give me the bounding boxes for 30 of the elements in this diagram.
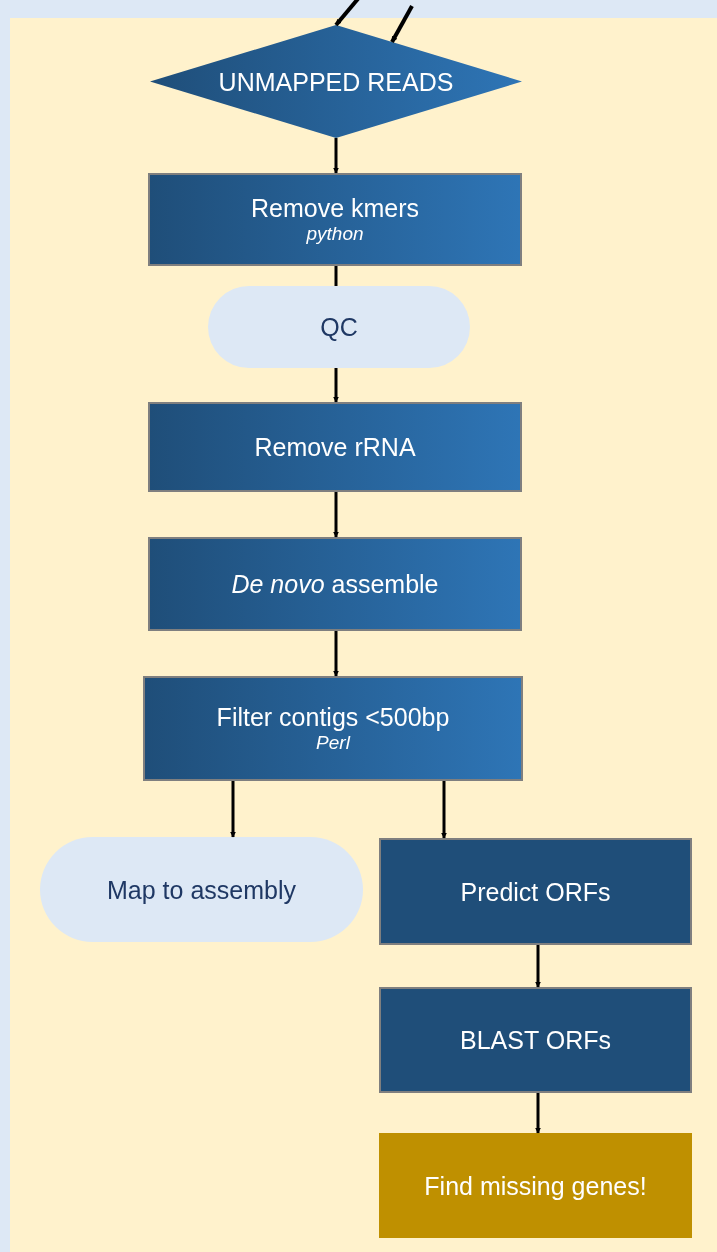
process-box [379, 987, 692, 1093]
arrow [441, 781, 447, 839]
arrow [535, 945, 541, 988]
step-label: QC [320, 312, 358, 342]
decision-diamond [150, 25, 522, 138]
arrow [230, 781, 236, 838]
step-label: UNMAPPED READS [218, 66, 454, 97]
step-label: Predict ORFs [460, 876, 611, 907]
tool-label: python [306, 223, 364, 246]
process-box [148, 173, 522, 266]
process-box [148, 402, 522, 492]
step-label: Find missing genes! [424, 1170, 647, 1201]
connector-line [334, 266, 338, 286]
result-box [379, 1133, 692, 1238]
process-box [379, 838, 692, 945]
step-label: Remove kmers [250, 193, 420, 224]
tool-label: Perl [316, 732, 350, 755]
step-label: Remove rRNA [254, 432, 416, 462]
arrow [333, 368, 339, 403]
arrow [535, 1093, 541, 1134]
step-label: BLAST ORFs [460, 1025, 611, 1055]
step-label: Map to assembly [107, 874, 296, 905]
step-label: De novo assemble [231, 569, 439, 599]
process-box [148, 537, 522, 631]
arrow [333, 492, 339, 538]
arrow [390, 5, 414, 43]
arrow [333, 138, 339, 174]
process-box [143, 676, 523, 781]
step-label: Filter contigs <500bp [216, 702, 450, 733]
arrow [333, 631, 339, 677]
